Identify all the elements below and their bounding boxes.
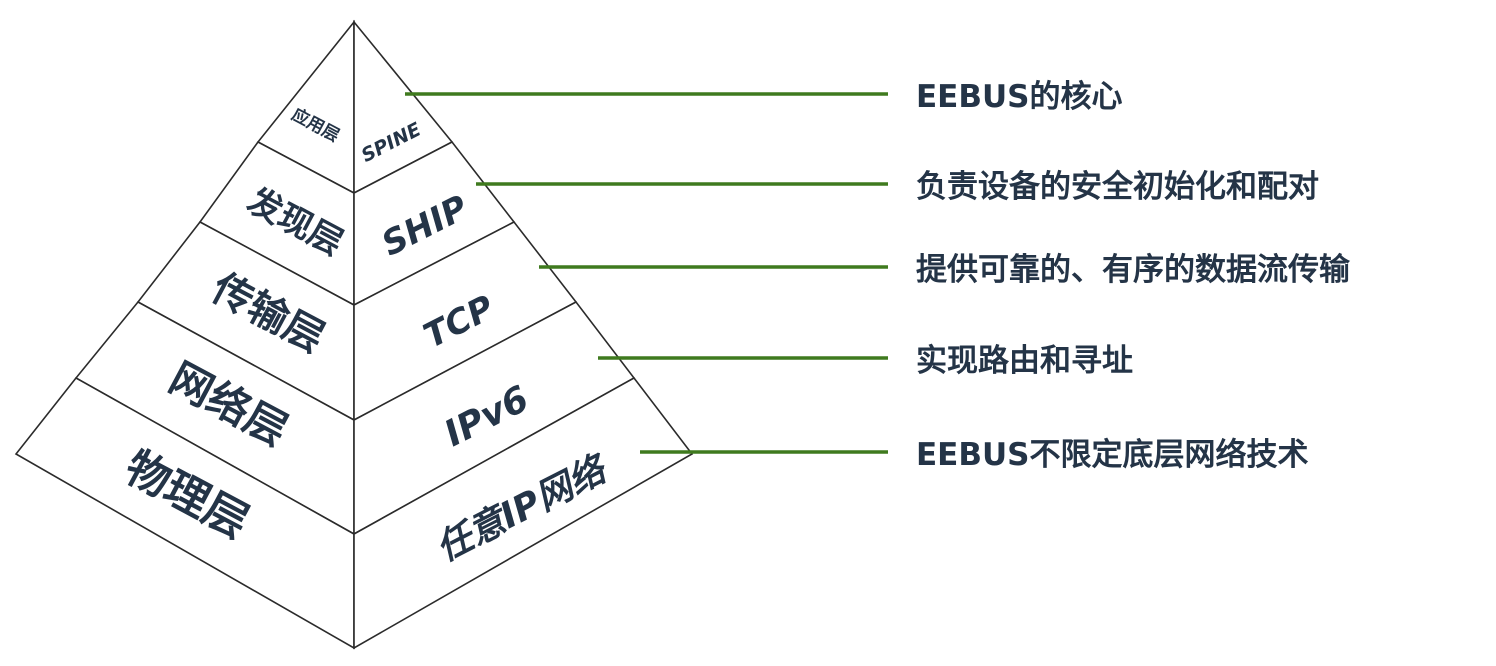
layer-5-description: EEBUS不限定底层网络技术 bbox=[916, 437, 1308, 473]
layer-2-description: 负责设备的安全初始化和配对 bbox=[916, 169, 1319, 205]
layer-1-description: EEBUS的核心 bbox=[916, 79, 1122, 115]
layer-3-description: 提供可靠的、有序的数据流传输 bbox=[916, 252, 1351, 288]
layer-4-description: 实现路由和寻址 bbox=[916, 343, 1133, 379]
layer-descriptions: EEBUS的核心 负责设备的安全初始化和配对 提供可靠的、有序的数据流传输 实现… bbox=[916, 79, 1351, 473]
pyramid bbox=[14, 19, 694, 650]
layer-5-right-face bbox=[353, 376, 694, 650]
leader-lines bbox=[405, 92, 888, 454]
